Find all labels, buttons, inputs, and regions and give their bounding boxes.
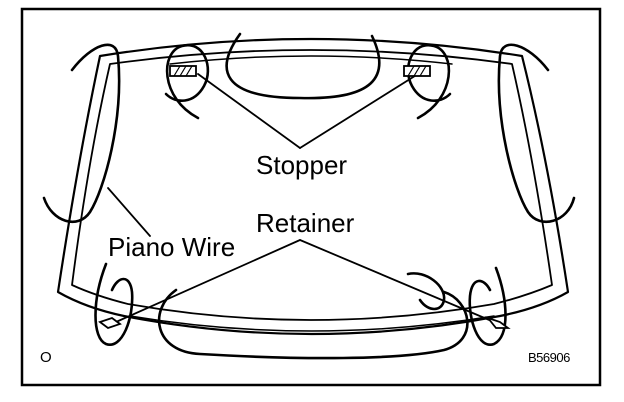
- windshield-bottom-trim: [129, 315, 495, 332]
- label-stopper: Stopper: [256, 150, 347, 180]
- piano-wire-upper-right: [497, 43, 576, 224]
- windshield-outer-outline: [56, 37, 570, 336]
- windshield-inner-outline: [71, 49, 553, 321]
- piano-wire-loop-bottom-left: [94, 262, 134, 346]
- piano-wire-loop-top-right: [406, 43, 452, 120]
- stopper-left: [169, 65, 197, 77]
- piano-wire-loop-bottom-center: [157, 288, 469, 360]
- stopper-right: [403, 65, 431, 77]
- piano-wire-loop-top-center: [225, 32, 381, 100]
- figure-frame: [20, 7, 602, 387]
- corner-mark: O: [40, 349, 52, 366]
- leader-retainer-right: [299, 239, 495, 323]
- retainer-left: [98, 316, 122, 330]
- retainer-right: [485, 316, 511, 329]
- piano-wire-loop-top-left: [164, 43, 210, 120]
- figure-code: B56906: [528, 350, 570, 365]
- label-piano-wire: Piano Wire: [108, 232, 235, 262]
- piano-wire-upper-left: [42, 43, 121, 224]
- leader-stopper-right: [299, 73, 419, 149]
- leader-piano-wire: [107, 187, 151, 237]
- leader-stopper-left: [197, 73, 301, 149]
- leader-retainer-left: [115, 239, 301, 323]
- label-retainer: Retainer: [256, 208, 355, 238]
- piano-wire-loop-bottom-right-outer: [406, 272, 446, 311]
- piano-wire-loop-bottom-right: [468, 266, 507, 346]
